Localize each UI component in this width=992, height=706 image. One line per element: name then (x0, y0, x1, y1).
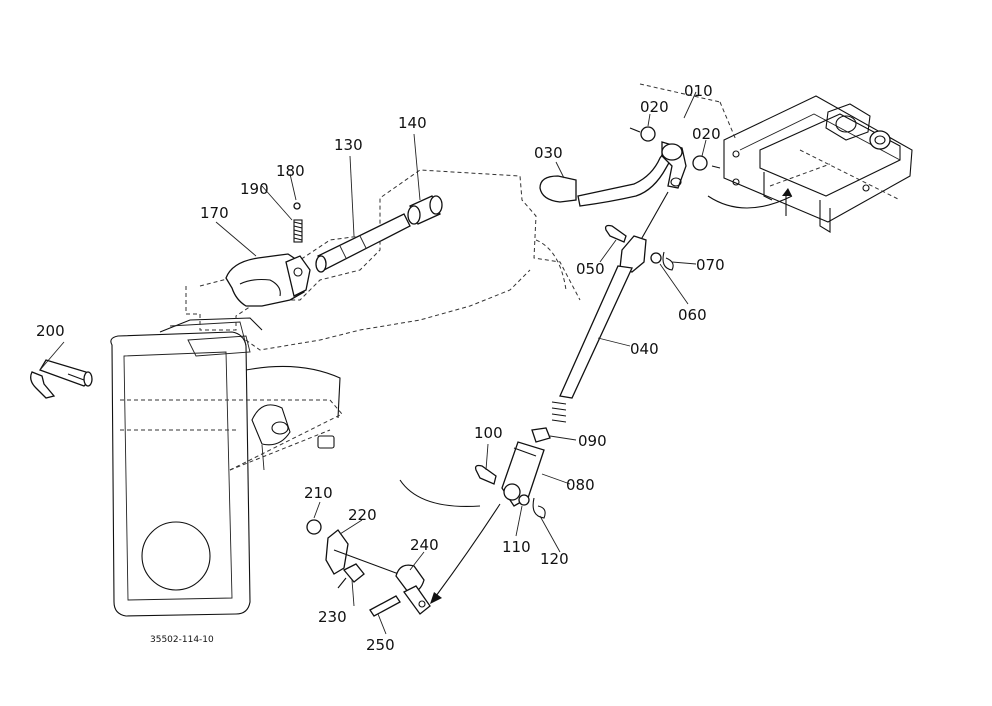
label-170: 170 (200, 204, 229, 222)
spring-pin (369, 595, 401, 617)
label-190: 190 (240, 180, 269, 198)
collar (407, 195, 443, 225)
part-labels: 010 020 020 030 040 050 060 070 080 090 … (36, 82, 725, 654)
leader-lines (39, 91, 707, 635)
label-070: 070 (696, 256, 725, 274)
shift-shaft (315, 213, 411, 273)
label-100: 100 (474, 424, 503, 442)
detent-spring (293, 219, 303, 243)
label-230: 230 (318, 608, 347, 626)
label-180: 180 (276, 162, 305, 180)
label-140: 140 (398, 114, 427, 132)
label-010: 010 (684, 82, 713, 100)
label-020-right: 020 (692, 125, 721, 143)
label-250: 250 (366, 636, 395, 654)
label-110: 110 (502, 538, 531, 556)
lever-assembly (539, 83, 913, 233)
lock-plate (325, 529, 349, 575)
label-050: 050 (576, 260, 605, 278)
label-210: 210 (304, 484, 333, 502)
label-200: 200 (36, 322, 65, 340)
transmission-housing (110, 317, 343, 617)
label-090: 090 (578, 432, 607, 450)
label-130: 130 (334, 136, 363, 154)
label-120: 120 (540, 550, 569, 568)
label-080: 080 (566, 476, 595, 494)
label-220: 220 (348, 506, 377, 524)
label-060: 060 (678, 306, 707, 324)
drawing-code: 35502-114-10 (150, 635, 214, 645)
clevis-assembly (430, 441, 546, 604)
label-040: 040 (630, 340, 659, 358)
shift-fork (225, 253, 311, 307)
label-020-left: 020 (640, 98, 669, 116)
label-240: 240 (410, 536, 439, 554)
lock-pin (30, 359, 93, 399)
detent-ball (293, 202, 301, 210)
control-rod (531, 191, 674, 443)
o-ring (306, 519, 322, 535)
lower-linkage (306, 519, 431, 617)
label-030: 030 (534, 144, 563, 162)
bolt-head (342, 563, 365, 583)
lever-arm (395, 564, 425, 593)
